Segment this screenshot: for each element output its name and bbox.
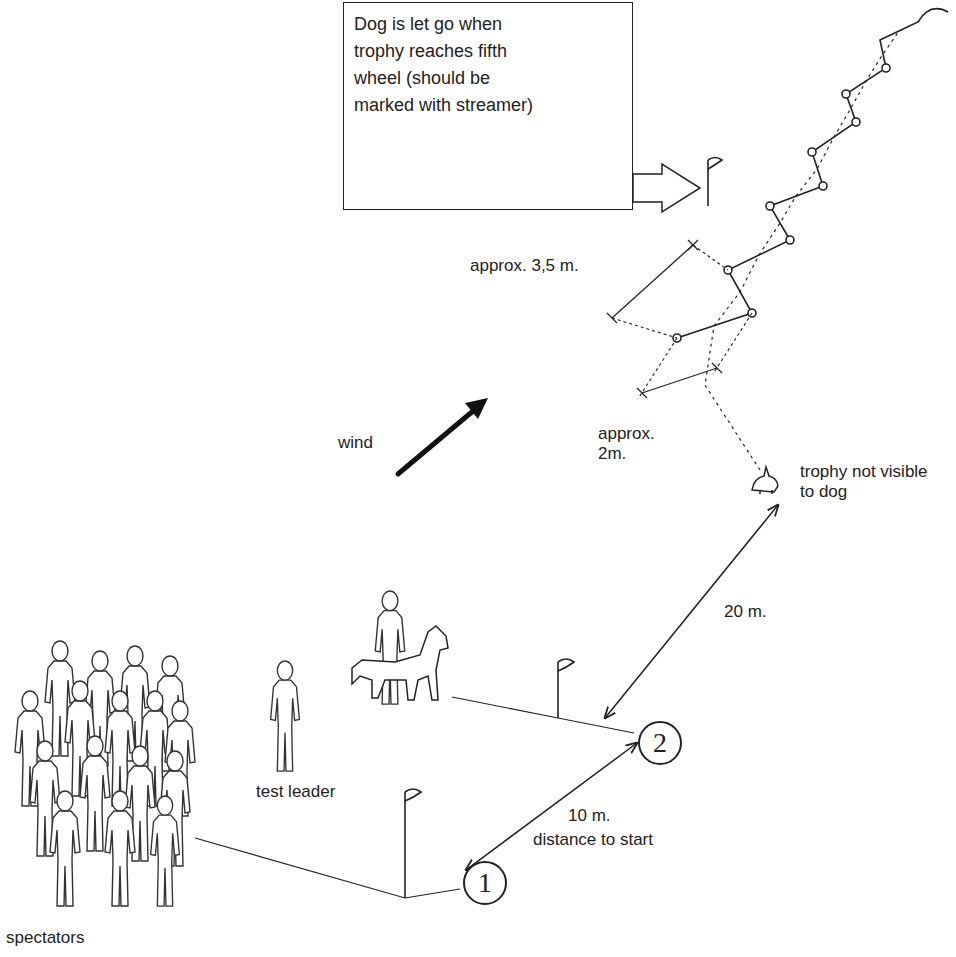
track-zigzag — [677, 9, 948, 338]
label-box: test leader — [256, 782, 335, 802]
stake-flag — [405, 789, 421, 801]
distance-arrow — [605, 505, 778, 718]
track-centre-line — [705, 31, 899, 470]
dimension-2 — [637, 313, 752, 399]
label-box: spectators — [6, 928, 84, 948]
dimension-3-5 — [607, 240, 728, 338]
wheels — [673, 64, 890, 342]
person — [151, 796, 180, 906]
wheel — [882, 64, 890, 72]
wind-arrow-shaft — [398, 411, 473, 474]
distance-label: 20 m. — [724, 602, 767, 622]
wheel — [819, 182, 827, 190]
wheel — [852, 118, 860, 126]
wheel — [766, 202, 774, 210]
trophy-icon — [752, 467, 778, 494]
distance-label: 10 m. — [568, 806, 611, 826]
streamer-flag — [708, 158, 722, 207]
flag-streamer — [708, 158, 722, 170]
flag-pole — [707, 160, 709, 206]
spectators-figure — [15, 641, 195, 906]
person-label: test leader — [256, 782, 335, 802]
dimension-tick — [637, 363, 722, 398]
wind-arrow-head — [465, 398, 488, 419]
person — [80, 736, 110, 851]
dimension-line — [642, 368, 717, 393]
start-marker-circle: 2 — [638, 721, 682, 765]
wind-arrow — [398, 398, 488, 474]
wheel — [786, 236, 794, 244]
dimension-tick — [607, 240, 698, 323]
distance-arrow — [466, 743, 637, 870]
dimension-label: approx. 2m. — [598, 424, 664, 464]
label-box: 20 m. — [724, 602, 767, 622]
wheel — [808, 148, 816, 156]
stake-flag — [558, 659, 574, 671]
wheel — [842, 90, 850, 98]
callout-box: Dog is let go when trophy reaches fifth … — [343, 2, 633, 210]
dimension-line — [612, 245, 693, 318]
person — [50, 791, 80, 906]
start-line — [195, 838, 460, 898]
group-label: spectators — [6, 928, 84, 948]
callout-text: Dog is let go when trophy reaches fifth … — [354, 11, 552, 119]
callout-arrow — [633, 164, 700, 212]
track — [677, 9, 948, 470]
test-leader-figure — [271, 661, 300, 771]
stake — [404, 792, 406, 898]
extension-line — [612, 245, 728, 338]
wind-label: wind — [338, 433, 373, 453]
marker-number: 1 — [478, 869, 492, 897]
trophy-note: trophy not visible to dog — [800, 462, 928, 502]
dimension-label: approx. 3,5 m. — [470, 256, 579, 276]
start-marker-circle: 1 — [463, 861, 507, 905]
label-box: wind — [338, 433, 373, 453]
dog-figure — [352, 626, 448, 700]
start-line — [452, 697, 634, 733]
label-box: distance to start — [533, 830, 653, 850]
label-box: approx. 2m. — [598, 424, 664, 464]
label-box: trophy not visible to dog — [800, 462, 928, 502]
marker-number: 2 — [653, 729, 667, 757]
label-box: approx. 3,5 m. — [470, 256, 579, 276]
label-box: 10 m. — [568, 806, 611, 826]
distance-note: distance to start — [533, 830, 653, 850]
extension-line — [638, 313, 752, 399]
person — [105, 791, 135, 906]
